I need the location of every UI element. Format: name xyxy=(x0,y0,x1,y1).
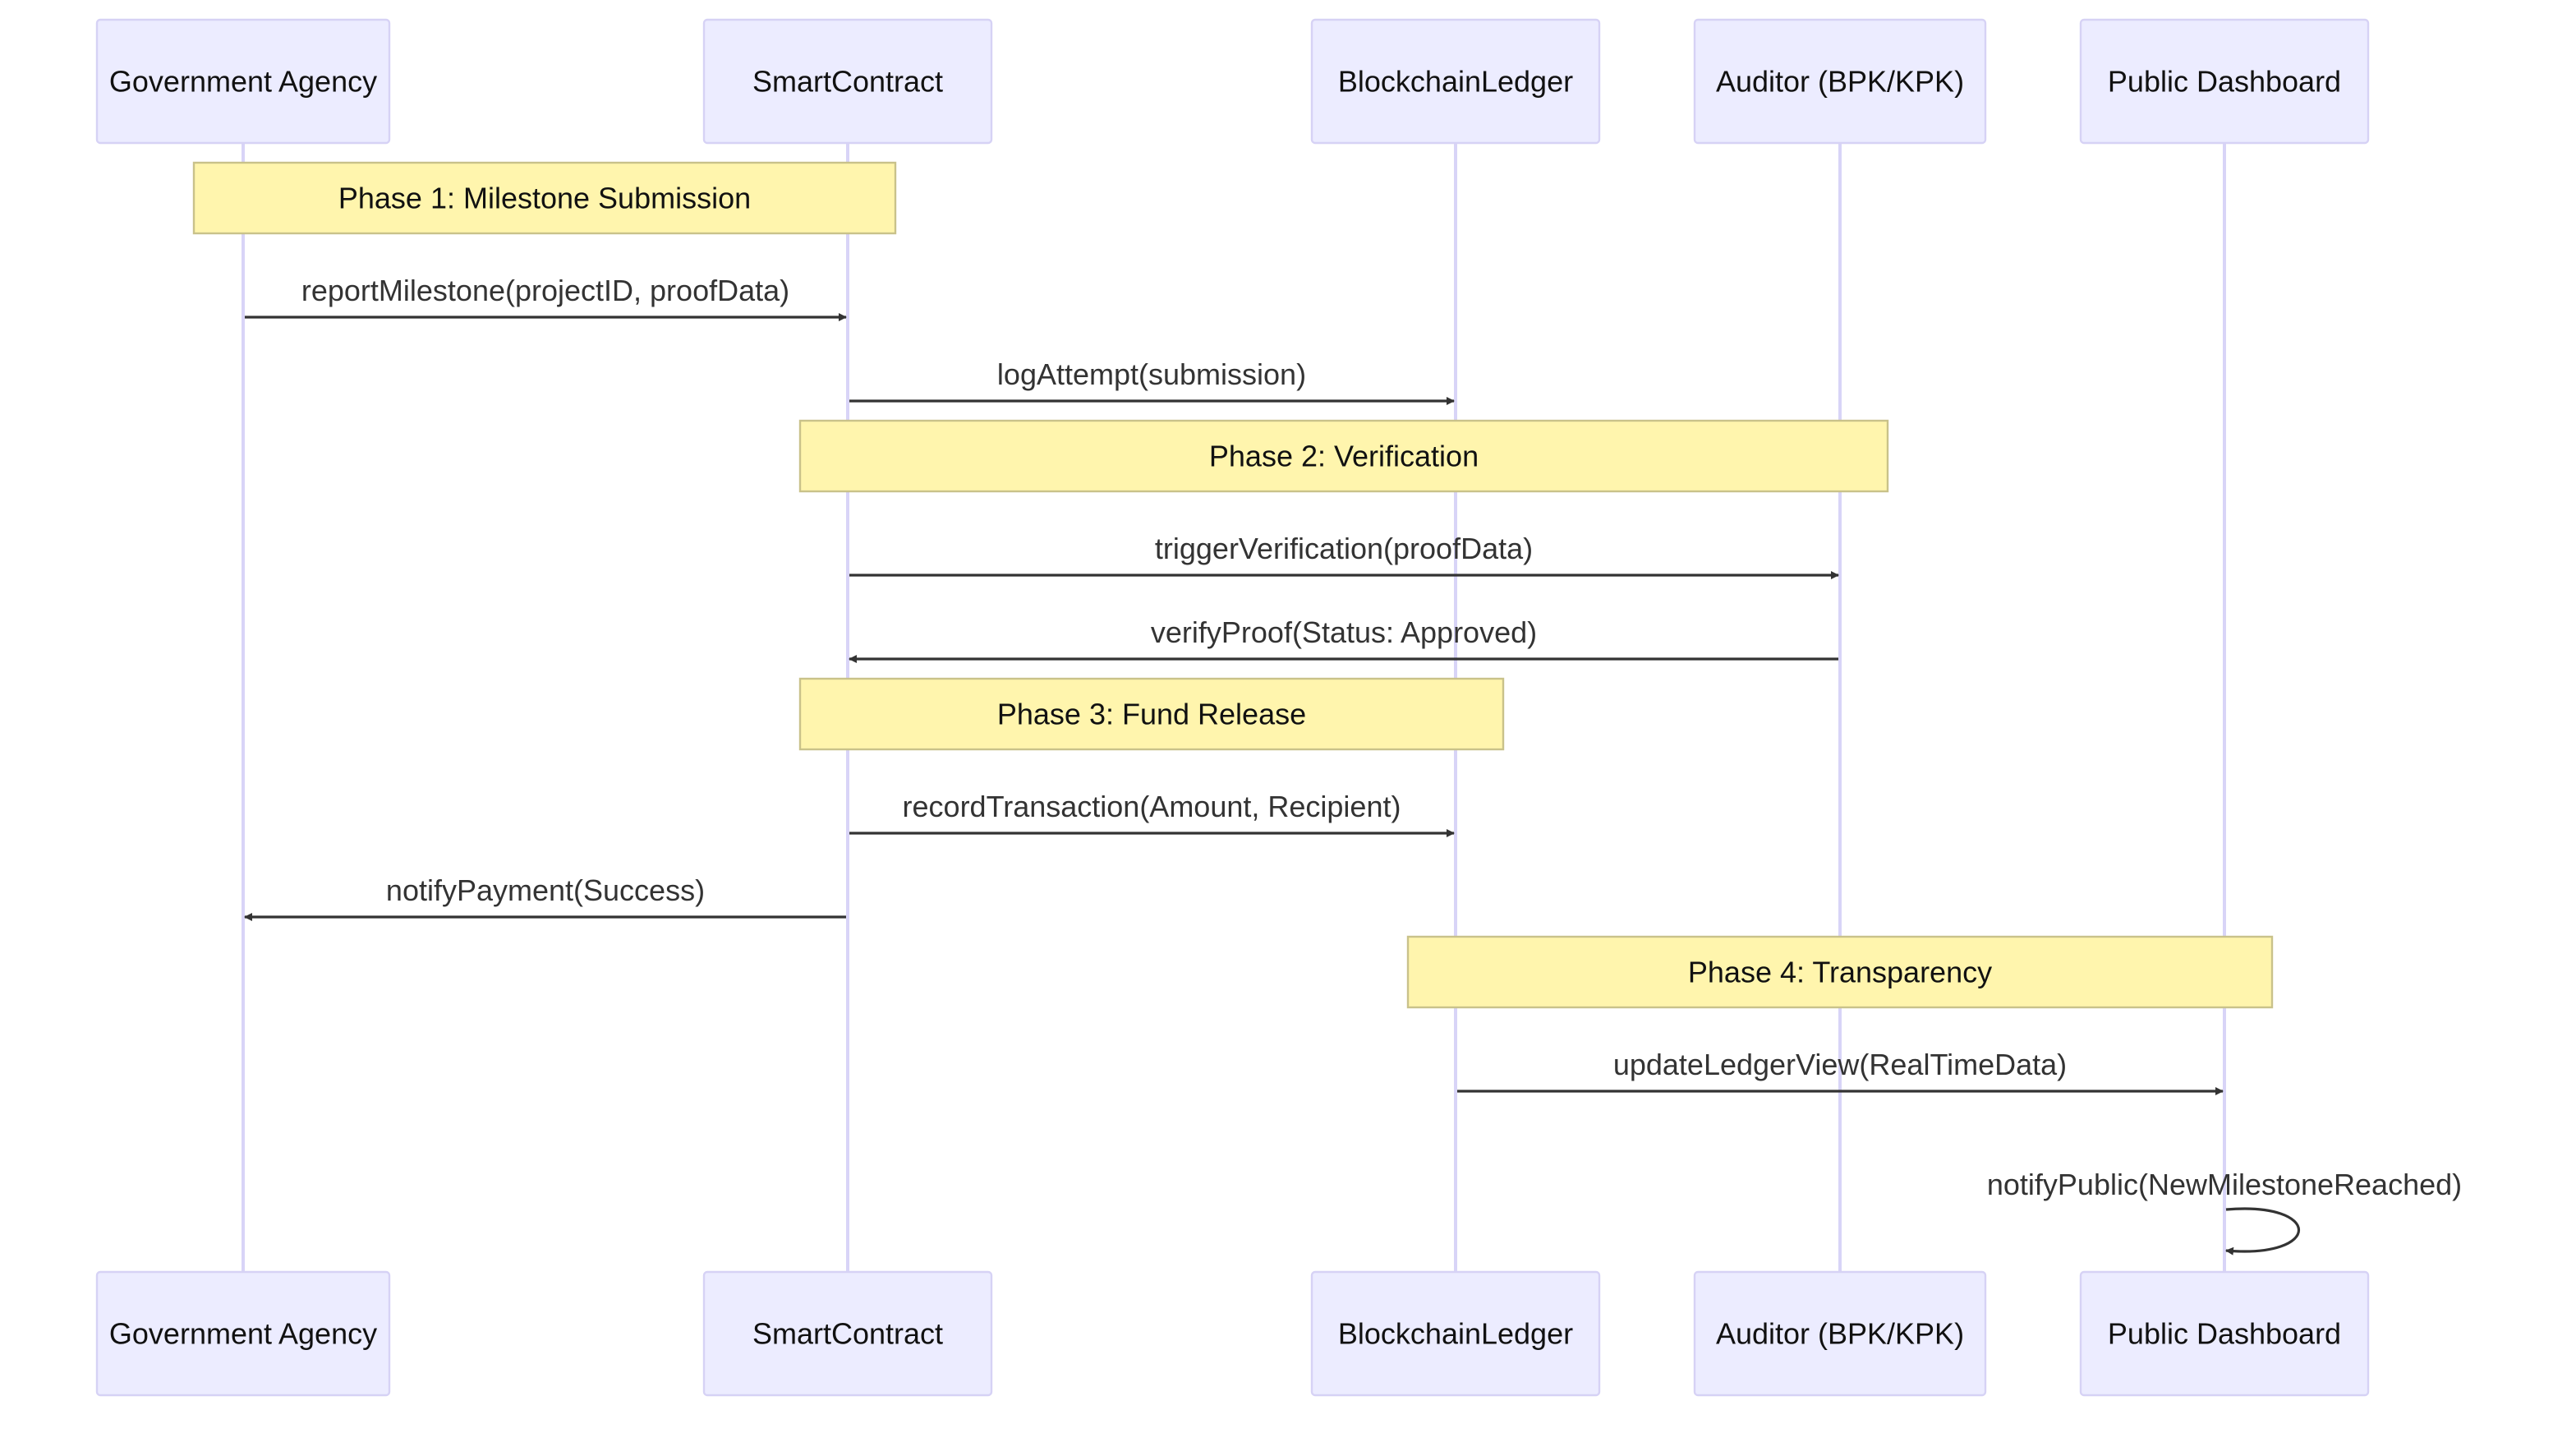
phase-note-label: Phase 1: Milestone Submission xyxy=(338,182,751,215)
participant-gov-bottom: Government Agency xyxy=(95,1270,391,1397)
participant-auditor-top: Auditor (BPK/KPK) xyxy=(1693,18,1987,145)
message-label: recordTransaction(Amount, Recipient) xyxy=(903,790,1401,823)
participant-box xyxy=(1310,18,1601,145)
message: updateLedgerView(RealTimeData) xyxy=(1457,1048,2224,1095)
phase-note-box xyxy=(1406,935,2274,1009)
message-label: notifyPayment(Success) xyxy=(386,873,705,907)
participant-ledger-bottom: BlockchainLedger xyxy=(1310,1270,1601,1397)
participant-box xyxy=(702,18,993,145)
phase-note: Phase 2: Verification xyxy=(798,419,1889,493)
phase-note-box xyxy=(192,161,897,235)
message-label: logAttempt(submission) xyxy=(997,357,1306,391)
participant-box xyxy=(1693,1270,1987,1397)
participant-label: Government Agency xyxy=(109,1317,377,1351)
participant-label: Auditor (BPK/KPK) xyxy=(1716,1317,1964,1351)
participant-box xyxy=(1310,1270,1601,1397)
participant-auditor-bottom: Auditor (BPK/KPK) xyxy=(1693,1270,1987,1397)
participant-box xyxy=(2079,1270,2370,1397)
message-label: reportMilestone(projectID, proofData) xyxy=(301,274,789,307)
participant-label: Auditor (BPK/KPK) xyxy=(1716,65,1964,99)
participant-box xyxy=(1693,18,1987,145)
participant-gov-top: Government Agency xyxy=(95,18,391,145)
message: recordTransaction(Amount, Recipient) xyxy=(849,790,1455,837)
message: verifyProof(Status: Approved) xyxy=(849,615,1838,663)
participant-label: SmartContract xyxy=(752,65,943,99)
participant-sc-bottom: SmartContract xyxy=(702,1270,993,1397)
message-label: notifyPublic(NewMilestoneReached) xyxy=(1987,1168,2462,1201)
message: logAttempt(submission) xyxy=(849,357,1455,405)
participant-ledger-top: BlockchainLedger xyxy=(1310,18,1601,145)
participant-label: BlockchainLedger xyxy=(1338,1317,1573,1351)
participant-box xyxy=(95,1270,391,1397)
message: triggerVerification(proofData) xyxy=(849,532,1839,579)
participant-label: SmartContract xyxy=(752,1317,943,1351)
message: reportMilestone(projectID, proofData) xyxy=(245,274,847,321)
phase-note-box xyxy=(798,419,1889,493)
message-label: triggerVerification(proofData) xyxy=(1155,532,1533,565)
phase-note: Phase 1: Milestone Submission xyxy=(192,161,897,235)
participant-box xyxy=(95,18,391,145)
participant-dash-bottom: Public Dashboard xyxy=(2079,1270,2370,1397)
participant-label: Government Agency xyxy=(109,65,377,99)
participant-box xyxy=(2079,18,2370,145)
participant-sc-top: SmartContract xyxy=(702,18,993,145)
phase-note-label: Phase 2: Verification xyxy=(1209,440,1479,473)
phase-note: Phase 3: Fund Release xyxy=(798,677,1505,751)
message-label: verifyProof(Status: Approved) xyxy=(1151,615,1537,649)
phase-note-label: Phase 3: Fund Release xyxy=(997,698,1306,731)
phase-note: Phase 4: Transparency xyxy=(1406,935,2274,1009)
message: notifyPayment(Success) xyxy=(244,873,846,921)
message: notifyPublic(NewMilestoneReached) xyxy=(1987,1168,2462,1256)
participant-label: BlockchainLedger xyxy=(1338,65,1573,99)
message-label: updateLedgerView(RealTimeData) xyxy=(1613,1048,2067,1081)
participant-label: Public Dashboard xyxy=(2108,1317,2341,1351)
participant-box xyxy=(702,1270,993,1397)
participant-label: Public Dashboard xyxy=(2108,65,2341,99)
participant-dash-top: Public Dashboard xyxy=(2079,18,2370,145)
phase-note-label: Phase 4: Transparency xyxy=(1688,956,1992,989)
self-message-arrow xyxy=(2225,1207,2301,1256)
phase-note-box xyxy=(798,677,1505,751)
